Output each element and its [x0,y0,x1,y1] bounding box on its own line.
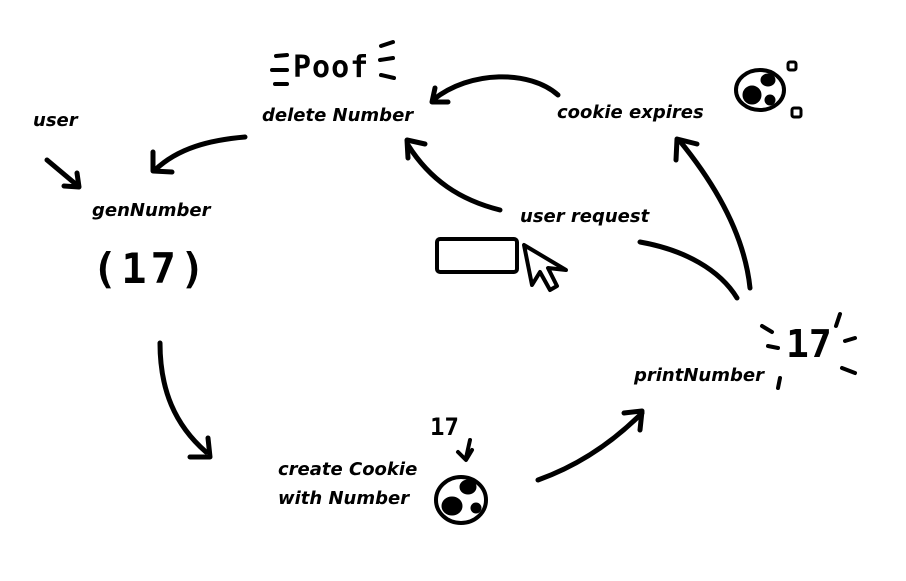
button-icon [435,237,519,274]
print-sparkle-lines [760,312,857,390]
arrow-delete-number-to-gennumber [150,134,248,175]
cookie-icon [434,475,488,525]
print-number-label: printNumber [634,365,764,386]
create-cookie-label-line2: with Number [278,488,410,509]
cookie-expires-label: cookie expires [557,102,704,123]
print-number-value: 17 [786,322,832,366]
create-cookie-label-line1: create Cookie [278,459,418,480]
arrow-user-request-to-delete-number [404,137,503,213]
poof-label: Poof [293,50,370,85]
cookie-value: 17 [430,413,459,441]
user-label: user [33,110,78,131]
cookie-value-arrow [456,438,474,462]
cursor-icon [522,243,568,292]
arrow-printnumber-to-cookie-expires [673,136,753,291]
expired-cookie-icon [734,60,803,119]
delete-number-label: delete Number [262,105,414,126]
arrow-printnumber-to-user-request [637,239,740,301]
arrow-create-cookie-to-printnumber [535,408,645,483]
gen-number-value: (17) [92,244,210,293]
user-request-label: user request [520,206,650,227]
arrow-cookie-expires-to-delete-number [429,74,561,105]
arrow-user-to-gennumber [44,157,82,190]
arrow-gennumber-to-create-cookie [157,340,213,460]
gen-number-label: genNumber [92,200,211,221]
poof-effect-lines [270,40,396,86]
